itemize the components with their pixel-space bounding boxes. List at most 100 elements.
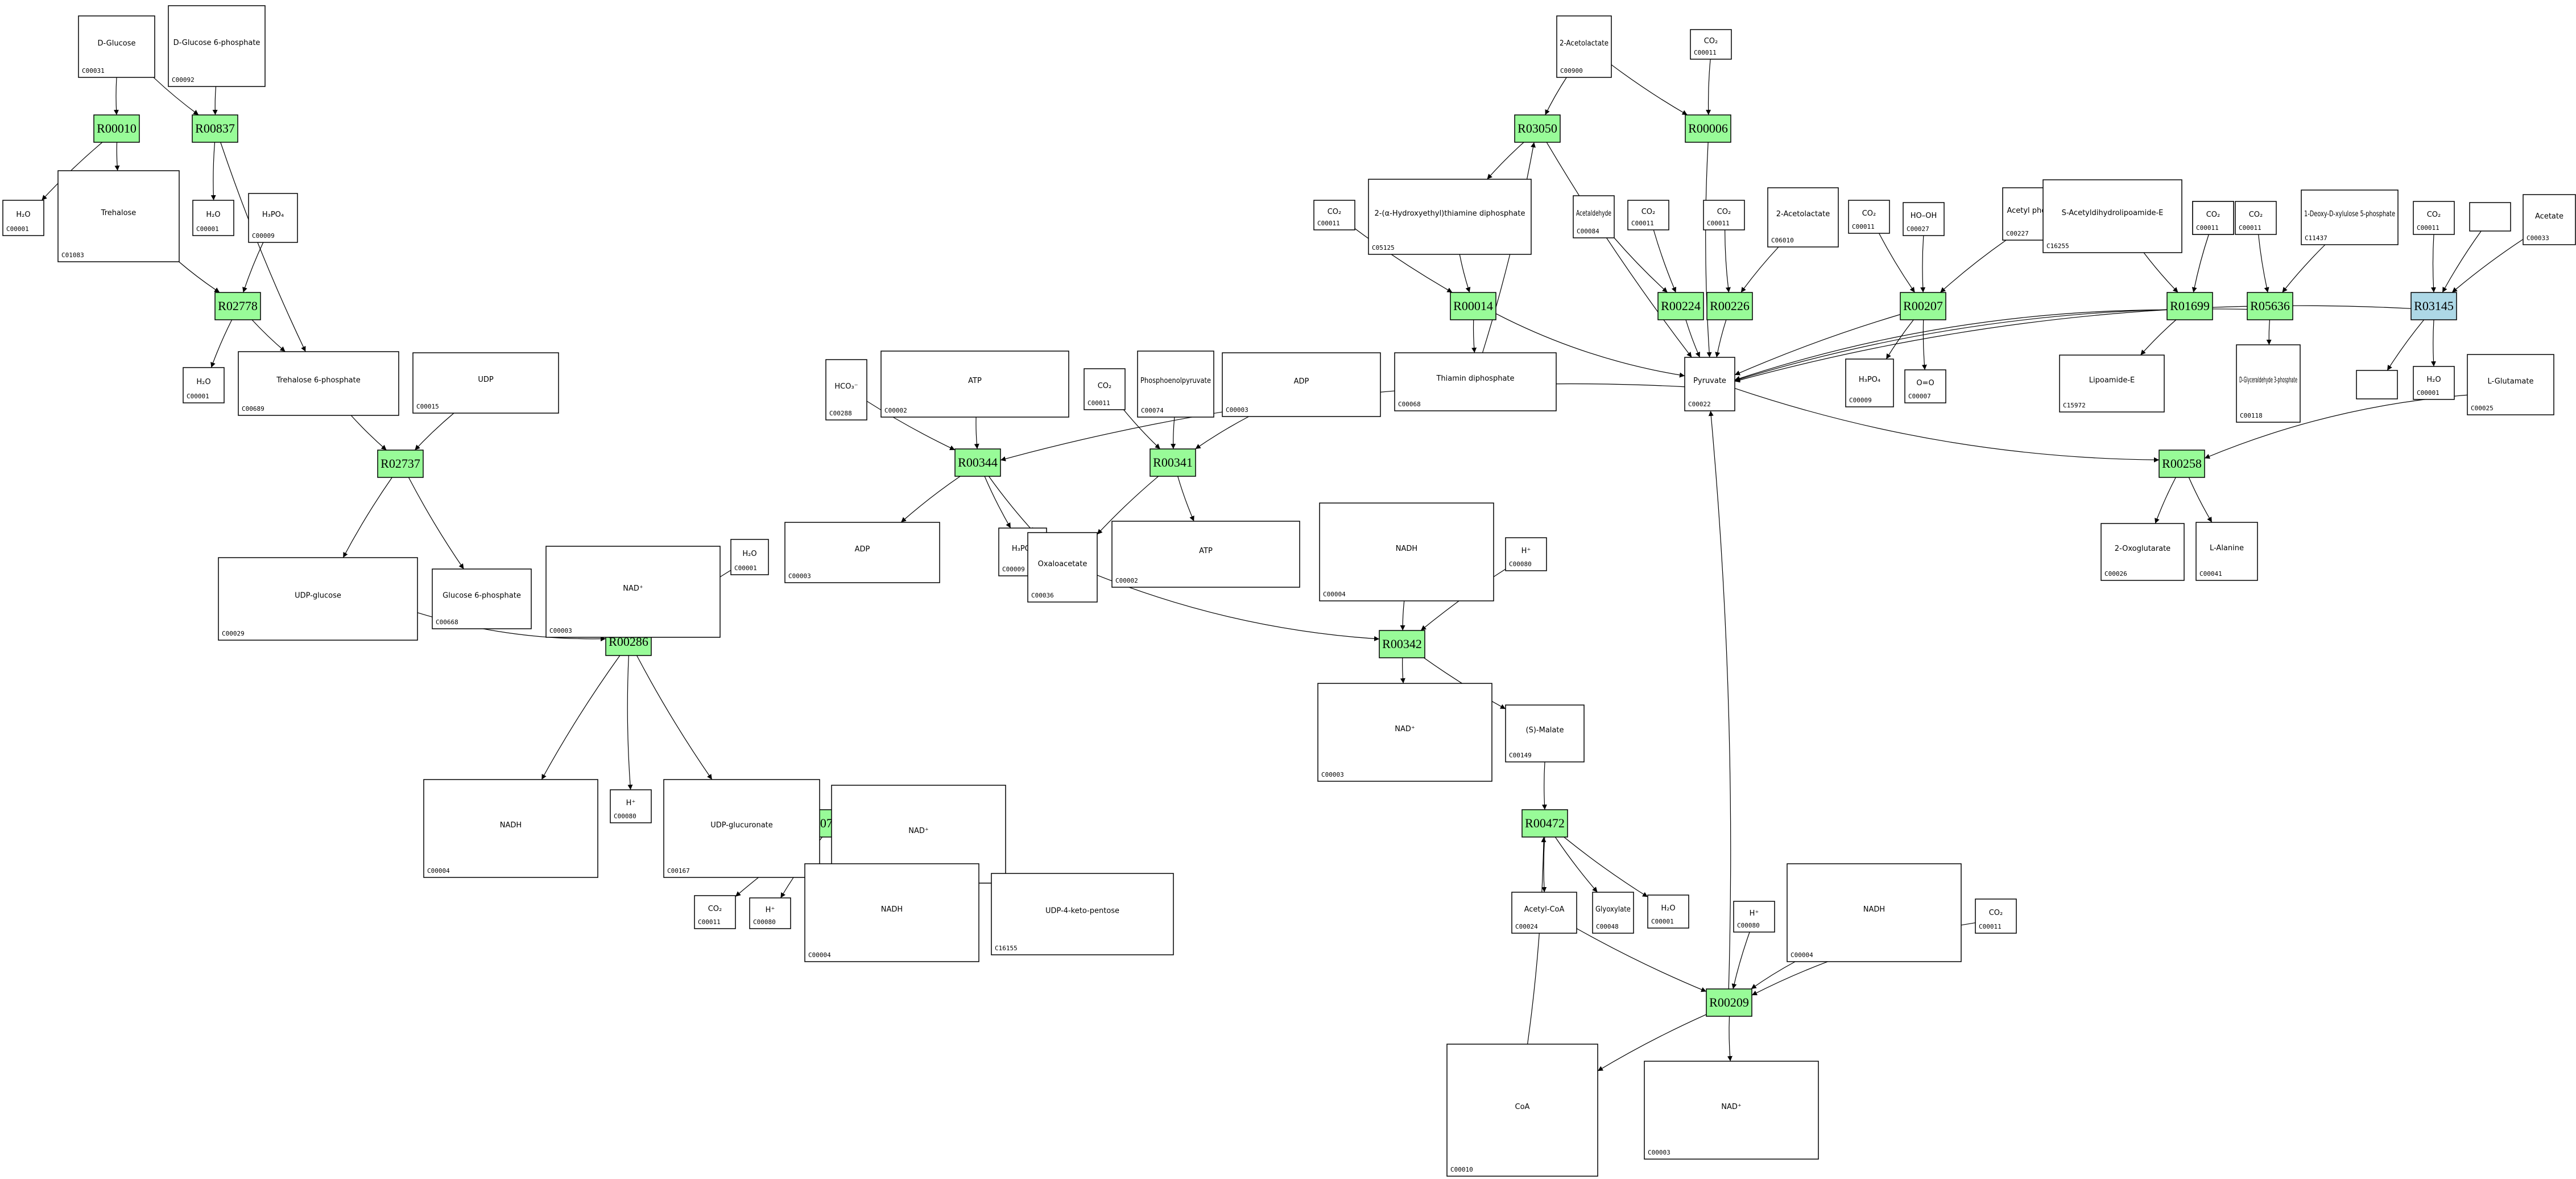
compound-node-c00288[interactable]: HCO₃⁻C00288 [825,359,867,421]
compound-box[interactable] [1084,368,1126,410]
compound-box[interactable] [1368,179,1532,255]
compound-box[interactable] [2301,189,2399,245]
compound-box[interactable] [663,779,820,878]
compound-box[interactable] [1975,898,2017,934]
compound-box[interactable] [1733,901,1775,933]
compound-node-c05125[interactable]: 2-(α-Hydroxyethyl)thiamine diphosphateC0… [1368,179,1532,255]
reaction-node-r00006[interactable]: R00006 [1685,114,1731,143]
compound-node-c00003[interactable]: NAD⁺C00003 [1317,683,1492,782]
compound-box[interactable] [1313,200,1355,230]
compound-box[interactable] [57,170,180,262]
compound-box[interactable] [1647,894,1689,929]
compound-box[interactable] [2467,354,2554,415]
compound-node-empty[interactable] [2469,202,2511,232]
compound-box[interactable] [412,352,559,414]
compound-box[interactable] [2192,201,2234,235]
compound-box[interactable] [825,359,867,421]
reaction-box[interactable] [1450,292,1496,320]
reaction-box[interactable] [1150,448,1196,477]
reaction-node-r00207[interactable]: R00207 [1900,292,1946,320]
compound-box[interactable] [1845,358,1894,407]
compound-box[interactable] [1767,187,1839,248]
compound-box[interactable] [183,367,225,403]
compound-box[interactable] [1703,200,1745,230]
reaction-node-r00341[interactable]: R00341 [1150,448,1196,477]
reaction-node-r02778[interactable]: R02778 [214,292,261,320]
compound-box[interactable] [2195,522,2258,581]
compound-box[interactable] [784,522,940,583]
reaction-node-r00010[interactable]: R00010 [93,114,140,143]
compound-box[interactable] [2059,354,2165,413]
compound-node-empty[interactable] [2356,370,2398,399]
reaction-box[interactable] [1514,114,1561,143]
reaction-box[interactable] [93,114,140,143]
compound-box[interactable] [610,789,652,823]
reaction-node-r00837[interactable]: R00837 [192,114,238,143]
compound-box[interactable] [2356,370,2398,399]
compound-node-c00080[interactable]: H⁺C00080 [1733,901,1775,933]
reaction-node-r00342[interactable]: R00342 [1379,630,1425,658]
compound-box[interactable] [545,546,721,638]
compound-box[interactable] [2101,523,2185,581]
reaction-box[interactable] [214,292,261,320]
compound-box[interactable] [248,193,298,243]
reaction-node-r00226[interactable]: R00226 [1706,292,1753,320]
compound-box[interactable] [1684,357,1735,411]
compound-box[interactable] [2235,201,2277,235]
reaction-box[interactable] [2166,292,2213,320]
reaction-box[interactable] [1685,114,1731,143]
reaction-node-r02737[interactable]: R02737 [377,450,424,478]
reaction-node-r00258[interactable]: R00258 [2159,450,2205,478]
compound-box[interactable] [2413,201,2455,235]
compound-box[interactable] [2523,194,2576,245]
compound-box[interactable] [1111,521,1300,588]
compound-node-c00003[interactable]: NAD⁺C00003 [545,546,721,638]
reaction-box[interactable] [2247,292,2293,320]
compound-box[interactable] [1137,351,1214,418]
compound-box[interactable] [804,863,979,962]
compound-box[interactable] [1319,502,1494,601]
compound-box[interactable] [1592,892,1634,934]
compound-box[interactable] [2469,202,2511,232]
reaction-box[interactable] [1706,292,1753,320]
compound-box[interactable] [2236,344,2301,423]
compound-box[interactable] [432,568,532,629]
reaction-box[interactable] [954,448,1001,477]
